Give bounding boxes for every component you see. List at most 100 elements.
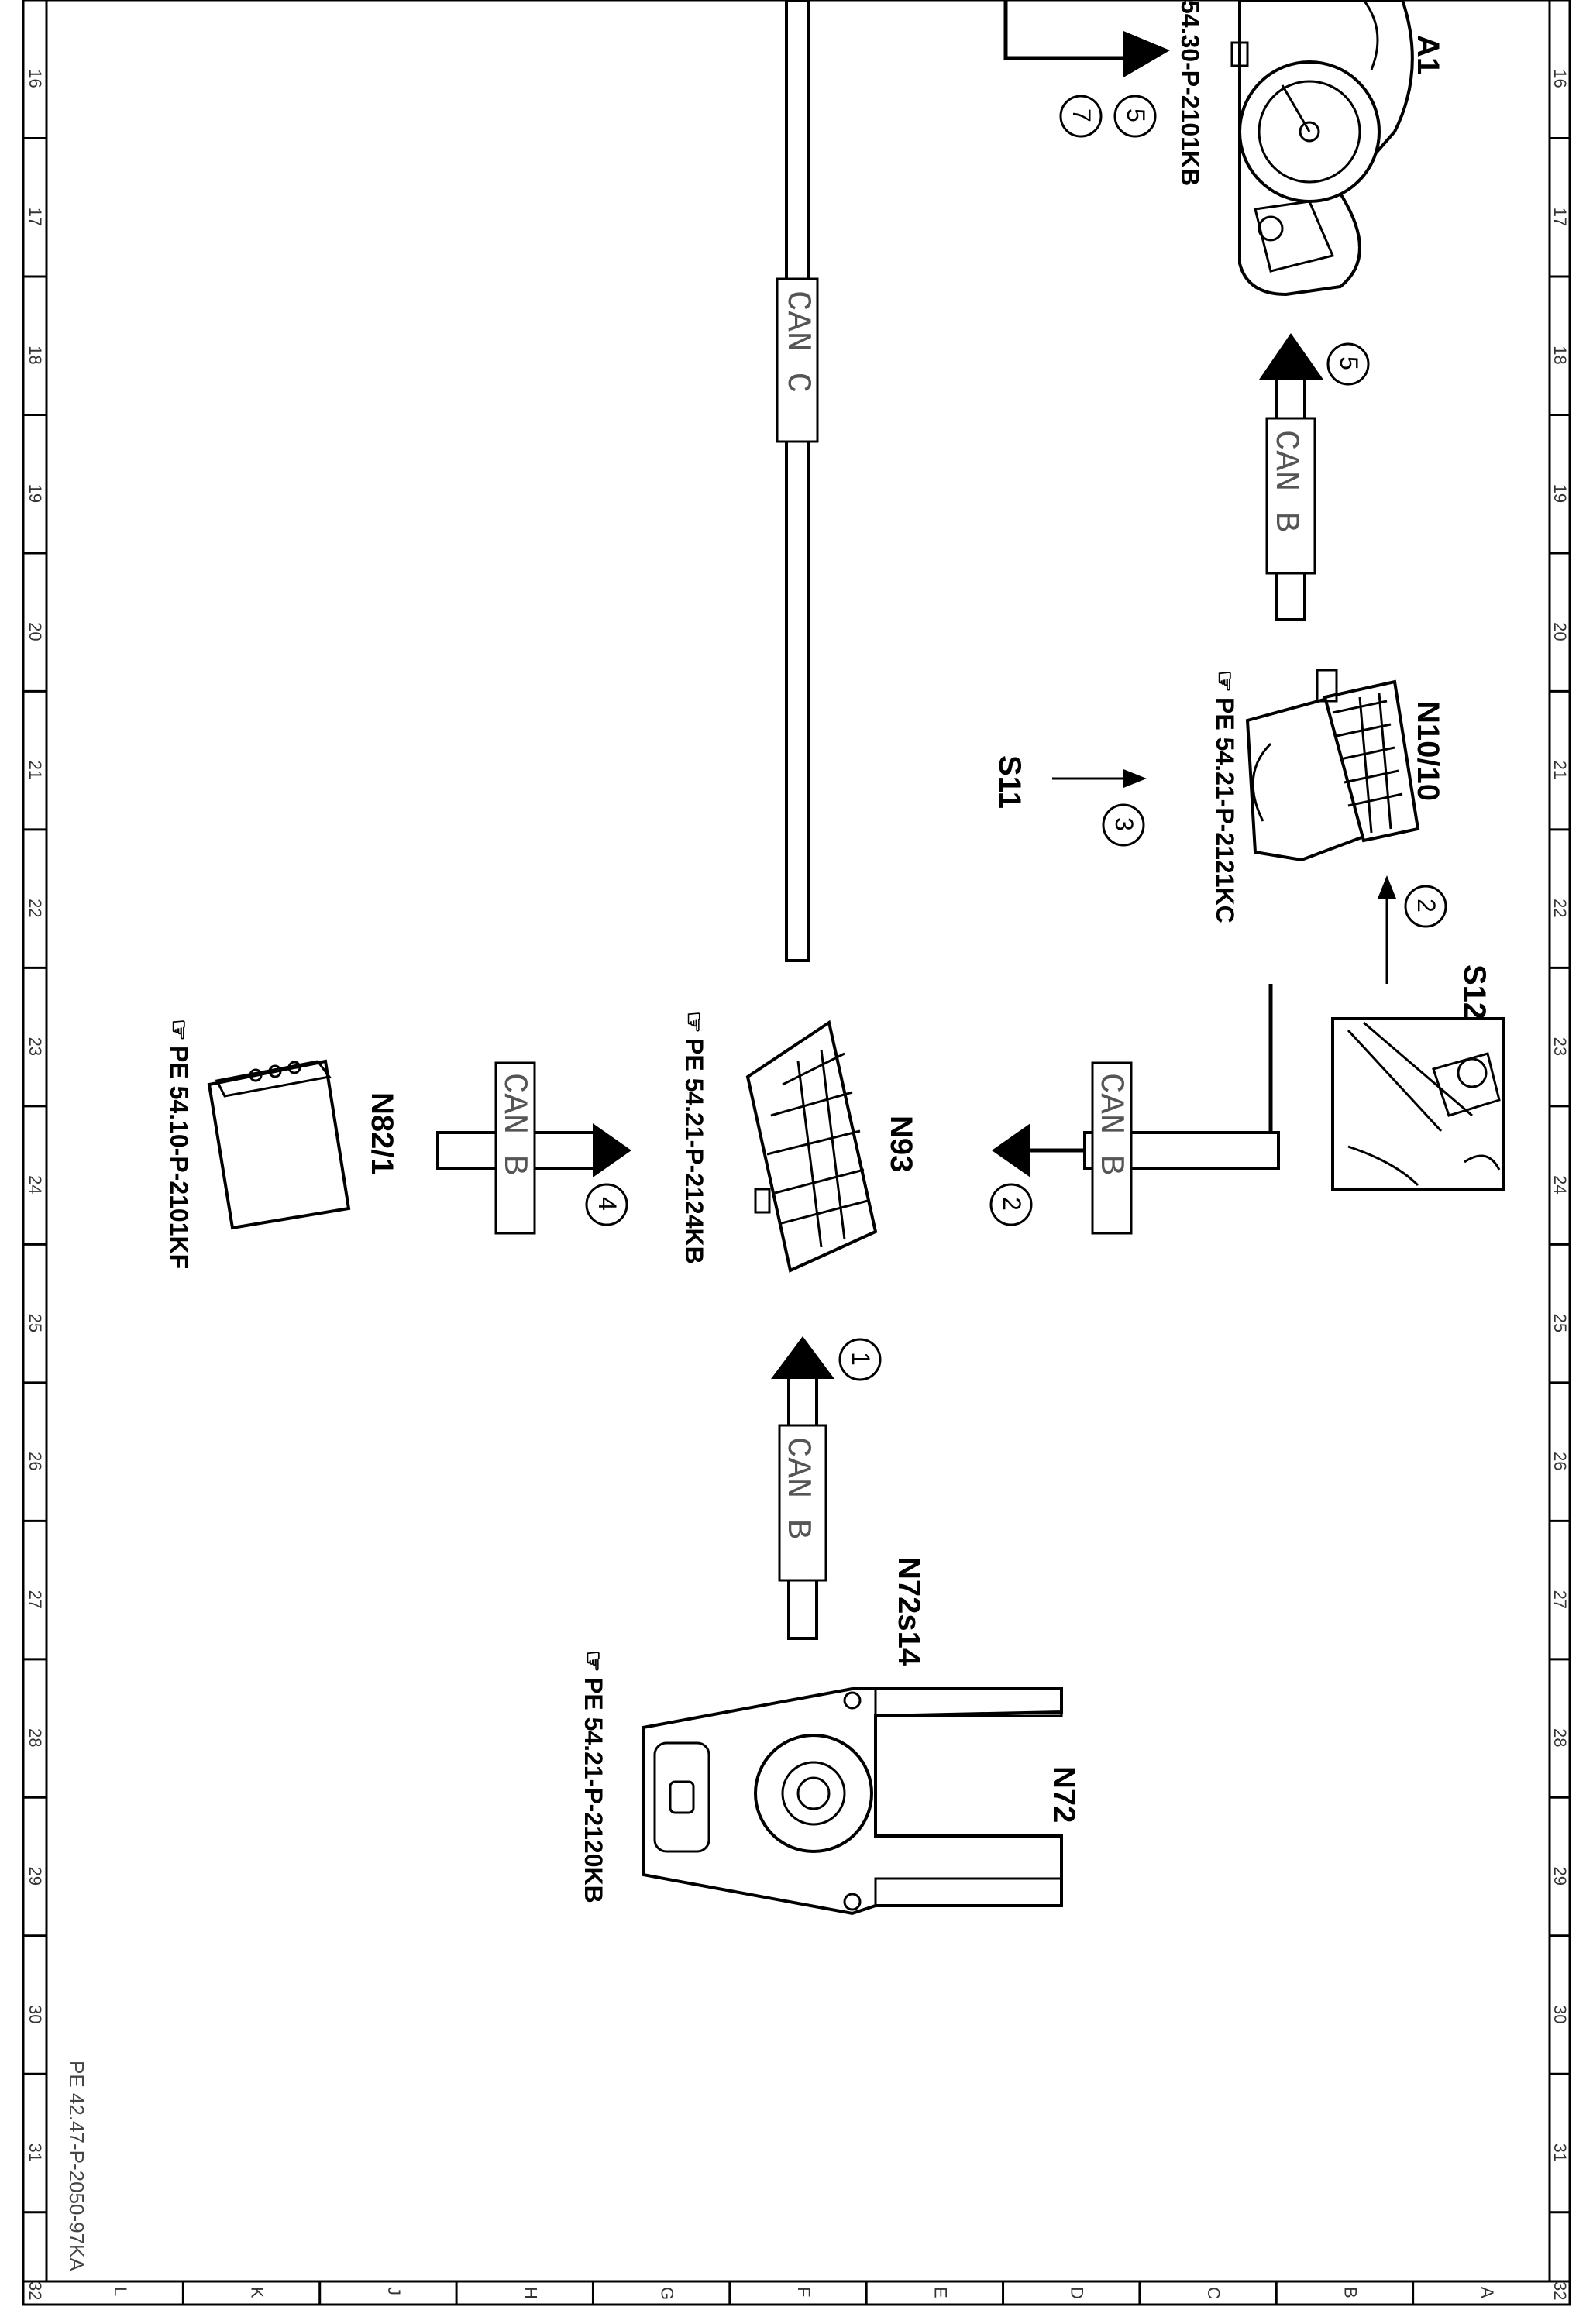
frame-border	[22, 0, 1571, 2306]
s11-label: S11	[993, 755, 1027, 809]
zone-label-25: 25	[1550, 1314, 1570, 1332]
callout-5b: 5	[1326, 342, 1370, 386]
svg-text:PE 54.21-P-2121KC: PE 54.21-P-2121KC	[1211, 697, 1239, 923]
zone-label-32: 32	[26, 2281, 45, 2300]
n72-control-panel	[642, 1687, 1063, 1916]
can-b-a1-link: CAN B	[1259, 333, 1323, 621]
zone-letter-L: L	[111, 2287, 130, 2296]
zone-label-23: 23	[1550, 1037, 1570, 1056]
can-c-label: CAN C	[778, 290, 817, 393]
zone-letter-C: C	[1204, 2287, 1223, 2299]
zone-label-22: 22	[26, 899, 45, 917]
callout-3: 3	[1102, 803, 1145, 847]
a1-reference: 54.30-P-2101KB	[1176, 0, 1204, 186]
zone-label-24: 24	[26, 1175, 45, 1194]
pointing-hand-icon-n82: ☞	[165, 1019, 193, 1041]
callout-4: 4	[585, 1183, 628, 1226]
zone-label-21: 21	[26, 761, 45, 779]
can-c-bus: CAN C	[776, 0, 819, 962]
n72-label: N72	[1047, 1766, 1081, 1823]
callout-1: 1	[838, 1338, 882, 1381]
svg-text:4: 4	[594, 1197, 621, 1211]
callout-2a: 2	[1404, 885, 1447, 928]
n82-1-module	[207, 1059, 351, 1230]
a1-label: A1	[1411, 35, 1445, 74]
zone-label-28: 28	[26, 1728, 45, 1747]
zone-letter-A: A	[1478, 2287, 1497, 2298]
can-b-n93-left-label: CAN B	[494, 1073, 533, 1175]
svg-text:2: 2	[998, 1197, 1026, 1211]
zone-letter-H: H	[521, 2287, 540, 2299]
n93-label: N93	[884, 1116, 918, 1172]
zone-label-16: 16	[26, 69, 45, 88]
n93-module	[745, 1019, 878, 1273]
zone-label-27: 27	[1550, 1590, 1570, 1609]
s12-to-n93-wire	[1023, 984, 1273, 1153]
zone-label-31: 31	[26, 2144, 45, 2162]
pointing-hand-icon: ☞	[1211, 670, 1239, 693]
a1-bus-line	[1003, 0, 1123, 60]
zone-label-20: 20	[26, 622, 45, 641]
pointing-hand-icon-n93: ☞	[680, 1011, 708, 1033]
zone-label-26: 26	[26, 1452, 45, 1470]
zone-label-30: 30	[26, 2005, 45, 2023]
svg-text:5: 5	[1122, 108, 1150, 122]
n93-reference: ☞ PE 54.21-P-2124KB	[680, 1011, 708, 1264]
zone-label-17: 17	[26, 208, 45, 226]
callout-7: 7	[1059, 95, 1103, 138]
zone-label-21: 21	[1550, 761, 1570, 779]
n72s14-label: N72s14	[892, 1557, 926, 1666]
can-b-n72-link: CAN B	[771, 1336, 834, 1640]
s12-switch	[1331, 1017, 1505, 1191]
zone-label-28: 28	[1550, 1728, 1570, 1747]
document-id: PE 42.47-P-2050-97KA	[65, 2061, 88, 2271]
can-b-n93-top-link: CAN B	[992, 1061, 1280, 1235]
zone-letter-J: J	[384, 2287, 404, 2295]
svg-text:PE 54.21-P-2124KB: PE 54.21-P-2124KB	[680, 1038, 708, 1264]
n82-1-label: N82/1	[365, 1092, 399, 1175]
s12-label: S12	[1457, 964, 1492, 1019]
n82-1-reference: ☞ PE 54.10-P-2101KF	[165, 1019, 193, 1269]
can-b-n72-label: CAN B	[778, 1437, 817, 1539]
svg-text:3: 3	[1110, 817, 1138, 831]
svg-text:7: 7	[1068, 108, 1096, 122]
can-b-a1-label: CAN B	[1266, 430, 1305, 532]
a1-arrow	[1123, 31, 1170, 77]
can-b-n93-left-link: CAN B	[436, 1061, 631, 1235]
zone-letter-E: E	[931, 2287, 950, 2298]
zone-letter-D: D	[1068, 2287, 1087, 2299]
n10-10-label: N10/10	[1411, 701, 1445, 801]
zone-label-26: 26	[1550, 1452, 1570, 1470]
svg-text:PE 54.21-P-2120KB: PE 54.21-P-2120KB	[580, 1677, 607, 1903]
svg-text:2: 2	[1412, 899, 1440, 913]
n10-10-module	[1245, 669, 1420, 862]
callout-2b: 2	[989, 1183, 1033, 1226]
zone-label-32: 32	[1550, 2281, 1570, 2300]
svg-text:PE 54.10-P-2101KF: PE 54.10-P-2101KF	[165, 1046, 193, 1269]
zone-label-18: 18	[26, 346, 45, 364]
svg-text:1: 1	[847, 1352, 875, 1366]
zone-label-24: 24	[1550, 1175, 1570, 1194]
zone-letter-G: G	[658, 2287, 677, 2300]
n72-reference: ☞ PE 54.21-P-2120KB	[580, 1650, 607, 1903]
zone-label-29: 29	[1550, 1867, 1570, 1886]
zone-label-19: 19	[26, 484, 45, 503]
zone-letter-K: K	[248, 2287, 267, 2298]
n10-10-reference: ☞ PE 54.21-P-2121KC	[1211, 670, 1239, 923]
zone-label-30: 30	[1550, 2005, 1570, 2023]
zone-label-19: 19	[1550, 484, 1570, 503]
zone-label-25: 25	[26, 1314, 45, 1332]
zone-label-31: 31	[1550, 2144, 1570, 2162]
zone-label-27: 27	[26, 1590, 45, 1609]
zone-label-20: 20	[1550, 622, 1570, 641]
pointing-hand-icon-n72: ☞	[580, 1650, 607, 1673]
zone-label-23: 23	[26, 1037, 45, 1056]
callout-5a: 5	[1113, 95, 1157, 138]
zone-label-22: 22	[1550, 899, 1570, 917]
can-b-n93-top-label: CAN B	[1091, 1073, 1130, 1175]
zone-letter-F: F	[794, 2287, 814, 2297]
zone-label-29: 29	[26, 1867, 45, 1886]
